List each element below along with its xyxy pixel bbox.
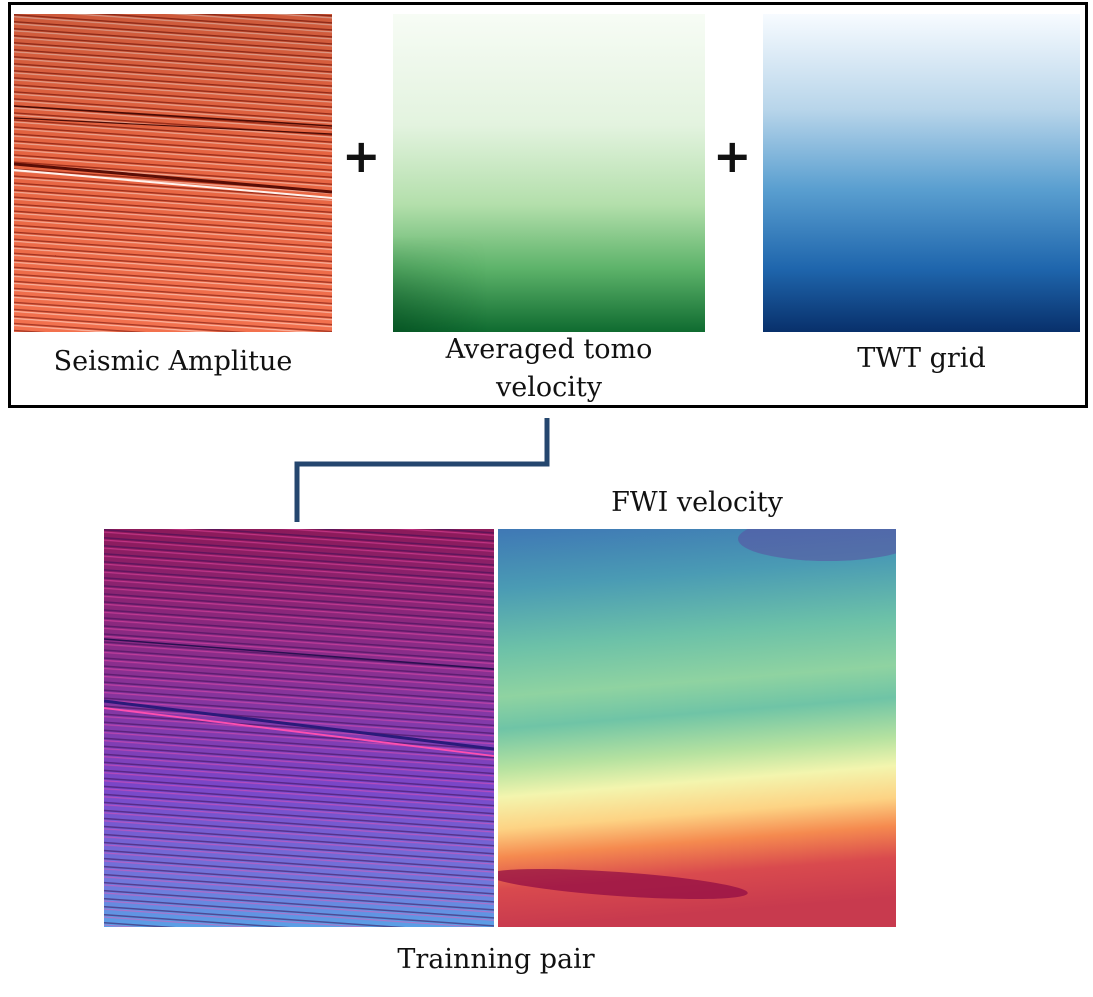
connector-line — [294, 418, 550, 522]
averaged-tomo-velocity-image — [393, 14, 705, 332]
seismic-amplitude-label: Seismic Amplitue — [53, 346, 293, 377]
fwi-velocity-label: FWI velocity — [611, 487, 783, 518]
tomo-velocity-label-line1: Averaged tomo — [445, 334, 653, 365]
training-seismic-image — [104, 529, 494, 927]
twt-grid-label: TWT grid — [857, 343, 986, 374]
tomo-velocity-label-line2: velocity — [496, 372, 602, 403]
twt-grid-image — [763, 14, 1080, 332]
training-pair-label: Trainning pair — [397, 944, 595, 975]
plus-icon: + — [713, 129, 752, 183]
input-group-frame — [8, 2, 1088, 408]
plus-icon: + — [342, 129, 381, 183]
fwi-velocity-image — [498, 529, 896, 927]
seismic-amplitude-image — [14, 14, 332, 332]
